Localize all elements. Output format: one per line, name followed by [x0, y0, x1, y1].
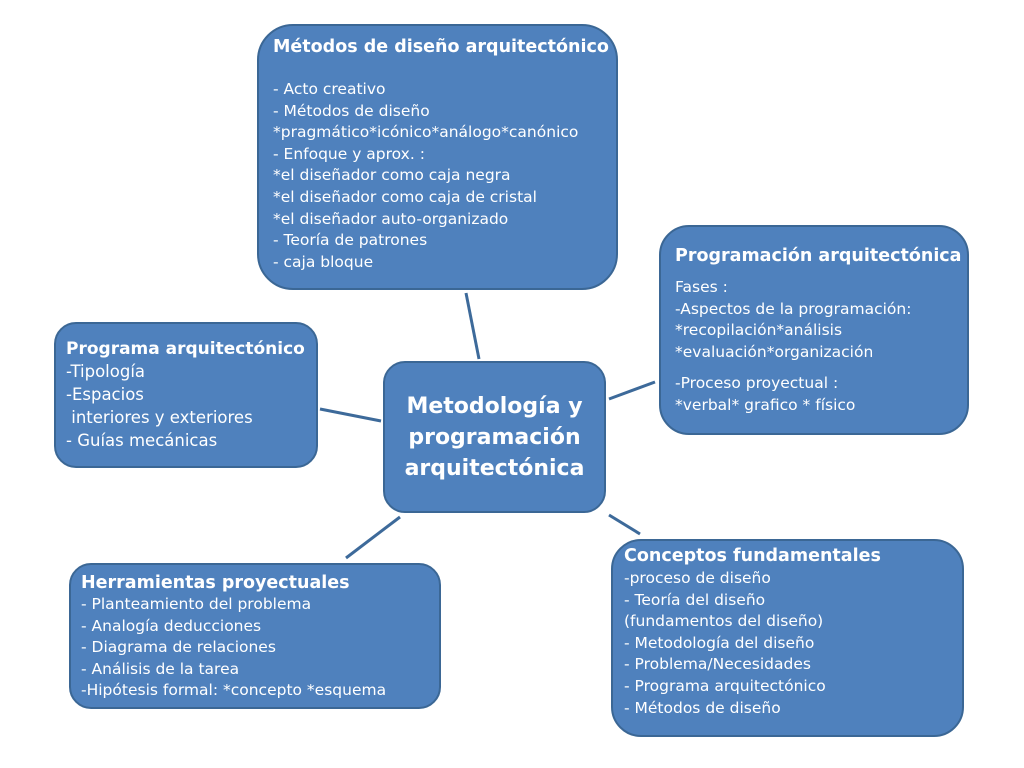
program-item: - Guías mecánicas — [66, 431, 218, 450]
node-center: Metodología y programación arquitectónic… — [383, 361, 606, 513]
node-tools: Herramientas proyectuales - Planteamient… — [69, 563, 441, 709]
tools-item: -Hipótesis formal: *concepto *esquema — [81, 681, 387, 700]
methods-item: - caja bloque — [273, 252, 374, 271]
methods-item: - Métodos de diseño — [273, 101, 430, 120]
methods-item: *el diseñador como caja negra — [273, 166, 511, 185]
concepts-item: - Teoría del diseño — [624, 590, 766, 609]
methods-item: - Acto creativo — [273, 80, 386, 98]
concepts-item: - Programa arquitectónico — [624, 676, 826, 695]
concepts-title: Conceptos fundamentales — [624, 546, 881, 566]
methods-title: Métodos de diseño arquitectónico — [273, 37, 609, 57]
programming-item: -Proceso proyectual : — [675, 374, 839, 393]
connector-programming — [608, 380, 656, 401]
program-item: interiores y exteriores — [66, 408, 253, 427]
tools-item: - Diagrama de relaciones — [81, 638, 276, 657]
center-title: Metodología y programación arquitectónic… — [404, 393, 585, 481]
programming-item: *evaluación*organización — [675, 342, 874, 361]
node-methods: Métodos de diseño arquitectónico - Acto … — [257, 24, 618, 290]
programming-item: -Aspectos de la programación: — [675, 299, 912, 318]
tools-item: - Planteamiento del problema — [81, 595, 312, 613]
methods-item: *el diseñador auto-organizado — [273, 209, 509, 228]
programming-item: *verbal* grafico * físico — [675, 395, 856, 414]
programming-title: Programación arquitectónica — [675, 246, 962, 266]
concepts-item: - Metodología del diseño — [624, 633, 815, 652]
node-programming: Programación arquitectónica Fases : -Asp… — [659, 225, 969, 435]
program-title: Programa arquitectónico — [66, 339, 305, 359]
program-item: -Tipología — [66, 362, 146, 381]
tools-item: - Analogía deducciones — [81, 616, 262, 635]
program-item: -Espacios — [66, 385, 144, 404]
connector-program — [319, 407, 382, 423]
node-concepts: Conceptos fundamentales -proceso de dise… — [611, 539, 964, 737]
methods-item: - Teoría de patrones — [273, 231, 428, 250]
methods-item: - Enfoque y aprox. : — [273, 144, 425, 163]
tools-item: - Análisis de la tarea — [81, 659, 240, 678]
connector-concepts — [608, 513, 641, 536]
connector-tools — [345, 515, 401, 560]
methods-item: *pragmático*icónico*análogo*canónico — [273, 123, 579, 142]
concepts-item: (fundamentos del diseño) — [624, 612, 824, 631]
node-program: Programa arquitectónico -Tipología -Espa… — [54, 322, 318, 468]
concepts-item: -proceso de diseño — [624, 569, 771, 587]
concepts-item: - Problema/Necesidades — [624, 655, 811, 674]
programming-item: *recopilación*análisis — [675, 321, 843, 340]
programming-item: Fases : — [675, 278, 728, 296]
concepts-item: - Métodos de diseño — [624, 698, 781, 717]
tools-title: Herramientas proyectuales — [81, 573, 350, 593]
connector-methods — [464, 292, 481, 360]
methods-item: *el diseñador como caja de cristal — [273, 187, 537, 206]
